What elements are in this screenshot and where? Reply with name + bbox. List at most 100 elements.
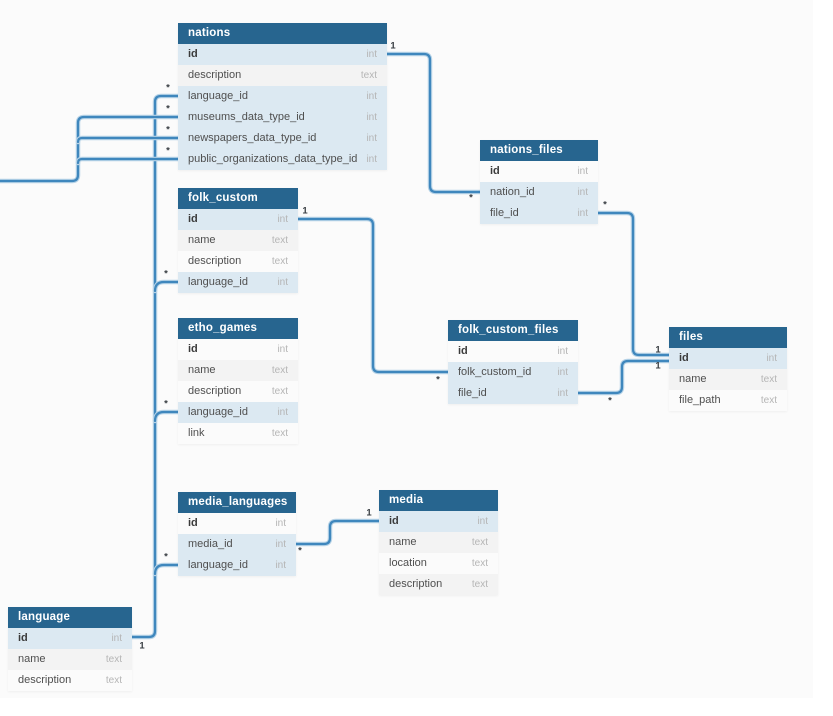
- table-title-folk_custom[interactable]: folk_custom: [178, 188, 298, 209]
- cardinality-one-marker: 1: [302, 205, 308, 217]
- column-type: text: [271, 428, 288, 439]
- column-type: int: [366, 133, 377, 144]
- column-row-etho_games-link[interactable]: link text: [178, 423, 298, 444]
- cardinality-many-marker: *: [436, 374, 440, 386]
- relationship-line-nations-public_organizations_data_type_id: [76, 157, 180, 165]
- column-name: id: [188, 48, 198, 60]
- column-name: id: [458, 345, 468, 357]
- column-row-folk_custom_files-id[interactable]: id int: [448, 341, 578, 362]
- cardinality-one-marker: 1: [366, 507, 372, 519]
- table-title-files[interactable]: files: [669, 327, 787, 348]
- table-title-media_languages[interactable]: media_languages: [178, 492, 296, 513]
- cardinality-many-marker: *: [603, 199, 607, 211]
- column-row-nations-newspapers_data_type_id[interactable]: newspapers_data_type_id int: [178, 128, 387, 149]
- column-name: museums_data_type_id: [188, 111, 305, 123]
- column-name: id: [389, 515, 399, 527]
- relationship-line-folk_custom-language_id: [152, 279, 181, 294]
- cardinality-many-marker: *: [166, 82, 170, 94]
- column-row-media-location[interactable]: location text: [379, 553, 498, 574]
- column-row-media-description[interactable]: description text: [379, 574, 498, 595]
- table-title-media[interactable]: media: [379, 490, 498, 511]
- column-row-media-name[interactable]: name text: [379, 532, 498, 553]
- column-type: int: [557, 367, 568, 378]
- relationship-line-nations_files-file_id: [595, 210, 672, 358]
- column-name: id: [679, 352, 689, 364]
- column-name: description: [389, 578, 443, 590]
- column-type: text: [760, 374, 777, 385]
- column-name: description: [188, 69, 242, 81]
- relationship-line-nations-language_id: [130, 94, 180, 639]
- column-name: description: [188, 255, 242, 267]
- column-name: id: [188, 343, 198, 355]
- table-title-language[interactable]: language: [8, 607, 132, 628]
- column-name: location: [389, 557, 427, 569]
- column-type: int: [277, 407, 288, 418]
- column-type: int: [111, 633, 122, 644]
- cardinality-many-marker: *: [469, 192, 473, 204]
- column-name: id: [188, 517, 198, 529]
- relationship-line-nations-newspapers_data_type_id: [76, 136, 180, 144]
- relationship-line-nations-id: [384, 51, 483, 195]
- table-title-nations[interactable]: nations: [178, 23, 387, 44]
- table-title-etho_games[interactable]: etho_games: [178, 318, 298, 339]
- column-row-media_languages-id[interactable]: id int: [178, 513, 296, 534]
- relationship-line-nations-museums_data_type_id: [0, 115, 180, 183]
- column-name: newspapers_data_type_id: [188, 132, 317, 144]
- column-type: int: [557, 346, 568, 357]
- column-type: int: [275, 539, 286, 550]
- table-title-folk_custom_files[interactable]: folk_custom_files: [448, 320, 578, 341]
- column-type: text: [471, 558, 488, 569]
- column-type: text: [105, 675, 122, 686]
- relationship-line-nations-id: [385, 52, 482, 194]
- column-type: text: [471, 537, 488, 548]
- column-name: nation_id: [490, 186, 535, 198]
- relationship-line-etho_games-language_id: [152, 409, 181, 424]
- column-name: link: [188, 427, 205, 439]
- column-type: text: [105, 654, 122, 665]
- relationship-line-media_languages-language_id: [153, 563, 180, 576]
- column-type: text: [471, 579, 488, 590]
- table-title-nations_files[interactable]: nations_files: [480, 140, 598, 161]
- column-type: int: [557, 388, 568, 399]
- cardinality-many-marker: *: [164, 398, 168, 410]
- relationship-line-nations-language_id: [129, 93, 181, 640]
- column-type: int: [275, 518, 286, 529]
- column-name: name: [389, 536, 417, 548]
